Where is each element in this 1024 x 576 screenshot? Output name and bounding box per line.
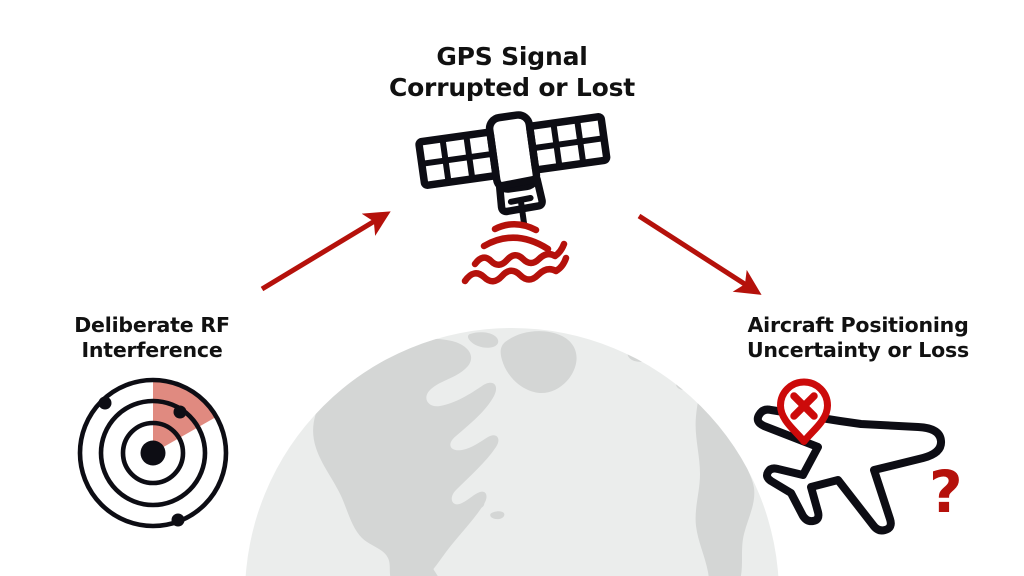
radar-blip-2 <box>173 405 187 419</box>
arrow-rf-to-satellite <box>260 211 391 292</box>
arrow-satellite-to-aircraft <box>637 213 762 295</box>
signal-arc-4-distorted <box>461 254 570 285</box>
label-aircraft-positioning-uncertainty: Aircraft Positioning Uncertainty or Loss <box>746 313 970 363</box>
radar-blip-1 <box>98 396 112 410</box>
radar-ring-outer <box>77 377 229 529</box>
airplane-icon <box>753 405 946 535</box>
svg-text:?: ? <box>929 458 963 526</box>
question-mark-icon: ? <box>929 458 963 526</box>
radar-blip-3 <box>171 513 185 527</box>
satellite-module <box>495 175 546 216</box>
map-pin-x-icon <box>777 378 831 445</box>
satellite-antenna <box>517 197 528 228</box>
radar-center-dot <box>140 440 166 466</box>
signal-arc-3-distorted <box>471 240 568 268</box>
radar-ring-middle <box>98 398 208 508</box>
pin-x-mark <box>790 392 818 420</box>
page-title: GPS Signal Corrupted or Lost <box>388 42 636 102</box>
signal-arc-2-clean <box>480 234 552 253</box>
signal-arc-1-clean <box>491 221 540 234</box>
label-deliberate-rf-interference: Deliberate RF Interference <box>74 313 230 363</box>
radar-ring-inner <box>120 420 186 486</box>
satellite-body <box>485 111 541 193</box>
